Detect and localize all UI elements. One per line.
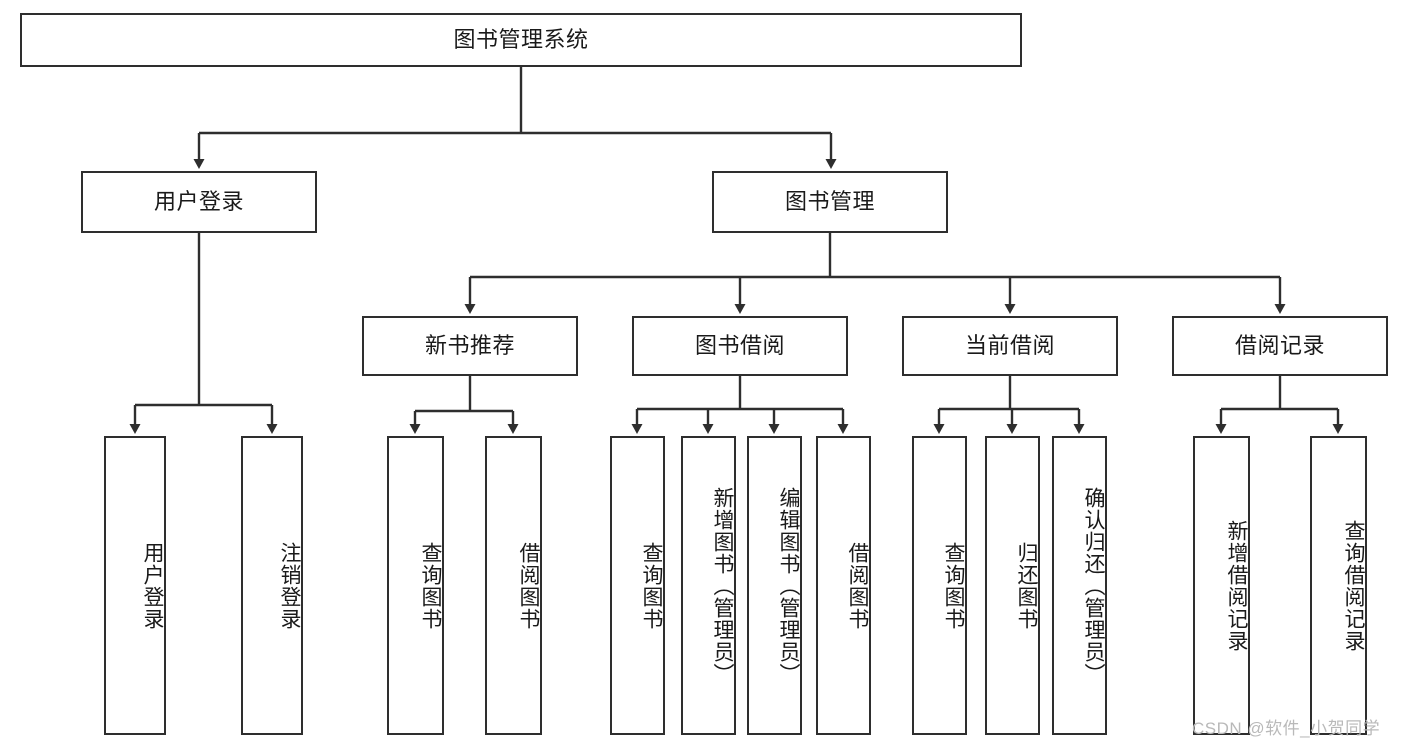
user-login-to-leaf-connectors	[129, 233, 278, 434]
csdn-watermark: CSDN @软件_小贺同学	[1192, 719, 1381, 738]
node-current-borrow[interactable]: 当前借阅	[902, 316, 1118, 376]
leaf-add-borrow-record[interactable]: 新增借阅记录	[1193, 436, 1250, 735]
node-label: 当前借阅	[964, 332, 1055, 358]
current-borrow-to-leaf-connectors	[933, 376, 1085, 434]
node-label: 借阅图书	[846, 541, 869, 630]
book-manage-to-level3-connectors	[464, 233, 1286, 314]
node-label: 图书借阅	[694, 332, 785, 358]
node-label: 确认归还（管理员）	[1082, 486, 1105, 685]
leaf-borrow-book[interactable]: 借阅图书	[816, 436, 871, 735]
borrow-record-to-leaf-connectors	[1215, 376, 1344, 434]
node-label: 用户登录	[141, 541, 164, 630]
node-label: 查询图书	[942, 541, 965, 630]
node-book-borrow[interactable]: 图书借阅	[632, 316, 848, 376]
node-label: 查询图书	[640, 541, 663, 630]
node-new-book-recommend[interactable]: 新书推荐	[362, 316, 578, 376]
leaf-query-book-current[interactable]: 查询图书	[912, 436, 967, 735]
node-label: 新书推荐	[424, 332, 515, 358]
root-to-level2-connectors	[193, 67, 837, 169]
new-book-rec-to-leaf-connectors	[409, 376, 519, 434]
node-label: 注销登录	[278, 541, 301, 630]
leaf-query-book-new-rec[interactable]: 查询图书	[387, 436, 444, 735]
node-label: 用户登录	[153, 188, 244, 214]
leaf-add-book-admin[interactable]: 新增图书（管理员）	[681, 436, 736, 735]
node-book-management[interactable]: 图书管理	[712, 171, 948, 233]
book-borrow-to-leaf-connectors	[631, 376, 849, 434]
leaf-query-book-borrow[interactable]: 查询图书	[610, 436, 665, 735]
node-user-login[interactable]: 用户登录	[81, 171, 317, 233]
node-label: 编辑图书（管理员）	[777, 486, 800, 685]
node-borrow-record[interactable]: 借阅记录	[1172, 316, 1388, 376]
node-label: 借阅记录	[1234, 332, 1325, 358]
node-label: 归还图书	[1015, 541, 1038, 630]
leaf-confirm-return-admin[interactable]: 确认归还（管理员）	[1052, 436, 1107, 735]
leaf-user-login[interactable]: 用户登录	[104, 436, 166, 735]
leaf-query-borrow-record[interactable]: 查询借阅记录	[1310, 436, 1367, 735]
leaf-logout[interactable]: 注销登录	[241, 436, 303, 735]
node-label: 新增借阅记录	[1225, 519, 1248, 652]
leaf-borrow-book-new-rec[interactable]: 借阅图书	[485, 436, 542, 735]
node-label: 图书管理系统	[453, 26, 589, 52]
node-label: 新增图书（管理员）	[711, 486, 734, 685]
leaf-return-book[interactable]: 归还图书	[985, 436, 1040, 735]
node-label: 图书管理	[784, 188, 875, 214]
leaf-edit-book-admin[interactable]: 编辑图书（管理员）	[747, 436, 802, 735]
node-label: 查询借阅记录	[1342, 519, 1365, 652]
node-label: 借阅图书	[517, 541, 540, 630]
node-root-library-system[interactable]: 图书管理系统	[20, 13, 1022, 67]
node-label: 查询图书	[419, 541, 442, 630]
